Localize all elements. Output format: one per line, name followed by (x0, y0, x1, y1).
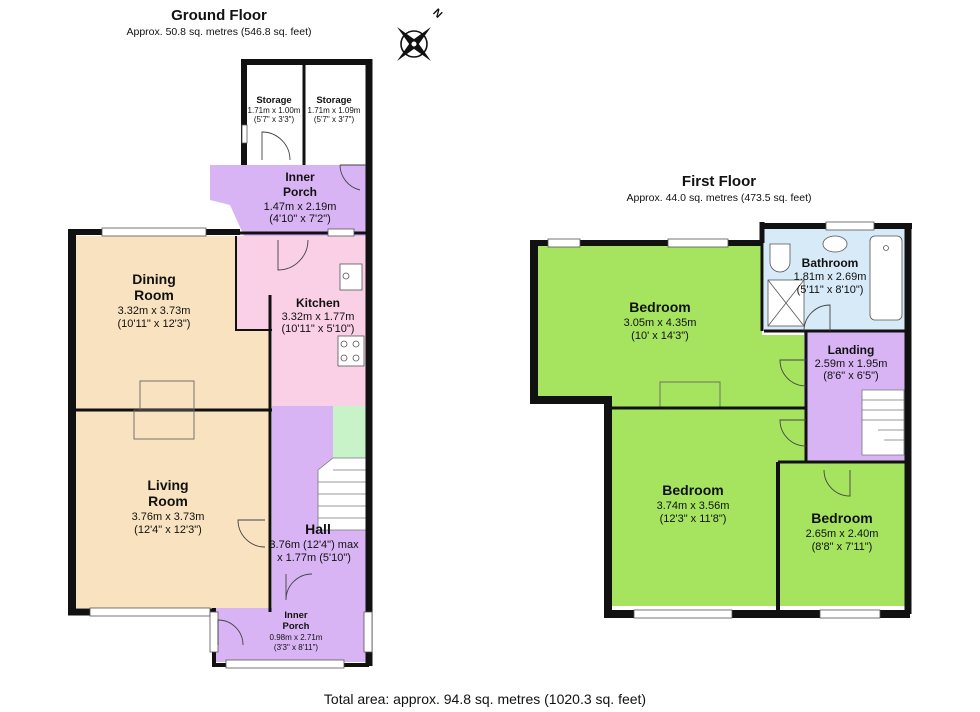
bedroom-1-room (538, 246, 804, 408)
stairs-base (333, 406, 366, 458)
bedroom-2-dim-ft: (12'3" x 11'8") (660, 513, 727, 525)
storage-1-room (248, 65, 304, 165)
dining-room-dim-m: 3.32m x 3.73m (118, 305, 191, 317)
first-stairs (861, 389, 905, 456)
dining-room-dim-ft: (10'11" x 12'3") (118, 318, 191, 330)
kitchen-fixtures (337, 263, 365, 367)
dining-room-name-1: Dining (132, 271, 176, 287)
total-area: Total area: approx. 94.8 sq. metres (102… (324, 691, 646, 707)
living-room-dim-ft: (12'4" x 12'3") (134, 524, 202, 536)
inner-porch-top-name-2: Porch (283, 185, 317, 199)
toilet-icon (769, 243, 791, 273)
first-floor-area: Approx. 44.0 sq. metres (473.5 sq. feet) (626, 192, 811, 204)
basin-icon (822, 235, 848, 253)
landing-name: Landing (828, 343, 875, 357)
first-floor: First Floor Approx. 44.0 sq. metres (473… (530, 173, 912, 619)
inner-porch-bottom-name-1: Inner (284, 610, 308, 621)
ground-floor-area: Approx. 50.8 sq. metres (546.8 sq. feet) (126, 26, 311, 38)
living-room-dim-m: 3.76m x 3.73m (132, 511, 205, 523)
compass-north-label: N (430, 7, 444, 21)
storage-1-dim-m: 1.71m x 1.00m (248, 106, 301, 115)
bedroom-2-name: Bedroom (662, 482, 723, 498)
living-room-name-2: Room (148, 493, 188, 509)
hall-dim-1: 3.76m (12'4") max (269, 539, 359, 551)
inner-porch-bottom-dim-ft: (3'3" x 8'11") (274, 643, 318, 652)
inner-porch-bottom-dim-m: 0.98m x 2.71m (270, 633, 323, 642)
inner-porch-top-dim-m: 1.47m x 2.19m (264, 201, 337, 213)
bathroom-dim-m: 1.81m x 2.69m (794, 271, 867, 283)
kitchen-dim-ft: (10'11" x 5'10") (282, 323, 355, 335)
inner-porch-bottom-name-2: Porch (283, 621, 310, 632)
inner-porch-top-name-1: Inner (285, 170, 315, 184)
first-windows (547, 221, 881, 619)
bedroom-3-dim-m: 2.65m x 2.40m (806, 528, 879, 540)
inner-porch-top-dim-ft: (4'10" x 7'2") (269, 213, 331, 225)
storage-1-dim-ft: (5'7" x 3'3") (254, 115, 295, 124)
bedroom-3-dim-ft: (8'8" x 7'11") (812, 541, 873, 553)
hall-dim-2: x 1.77m (5'10") (277, 552, 351, 564)
hob-icon (337, 335, 365, 367)
storage-2-dim-ft: (5'7" x 3'7") (314, 115, 355, 124)
bathroom-fixtures (767, 235, 903, 327)
inner-porch-bottom-room (214, 608, 366, 662)
bathroom-name: Bathroom (802, 256, 859, 270)
ground-stairs (317, 457, 367, 531)
dining-room-name-2: Room (134, 287, 174, 303)
storage-2-name: Storage (316, 95, 351, 106)
bedroom-1-dim-ft: (10' x 14'3") (631, 330, 689, 342)
bathroom-dim-ft: (5'11" x 8'10") (797, 284, 864, 296)
living-room-room (76, 410, 270, 608)
living-room-name-1: Living (147, 477, 188, 493)
kitchen-name: Kitchen (296, 296, 340, 310)
storage-1-name: Storage (256, 95, 291, 106)
ground-floor: Ground Floor Approx. 50.8 sq. metres (54… (68, 7, 373, 669)
hall-name: Hall (305, 521, 331, 537)
bedroom-1-name: Bedroom (629, 299, 690, 315)
kitchen-dim-m: 3.32m x 1.77m (282, 311, 355, 323)
ground-floor-title: Ground Floor (171, 7, 267, 24)
bedroom-2-dim-m: 3.74m x 3.56m (657, 500, 730, 512)
first-floor-title: First Floor (682, 173, 756, 190)
storage-2-room (304, 65, 366, 165)
sink-icon (339, 263, 363, 291)
compass-rose-icon (397, 27, 431, 61)
kitchen-room (236, 236, 366, 406)
bedroom-2-room (612, 408, 778, 606)
bedroom-2-strip (778, 408, 806, 462)
ground-doors (217, 131, 366, 646)
first-doors (779, 304, 851, 497)
storage-2-dim-m: 1.71m x 1.09m (308, 106, 361, 115)
bathtub-icon (869, 235, 903, 321)
bedroom-3-room (778, 462, 906, 606)
bedroom-1-dim-m: 3.05m x 4.35m (624, 317, 697, 329)
landing-dim-m: 2.59m x 1.95m (815, 358, 888, 370)
bedroom-3-name: Bedroom (811, 510, 872, 526)
ground-windows (89, 124, 373, 669)
fireplace-icon (133, 409, 195, 440)
inner-porch-top-room (210, 165, 366, 236)
landing-dim-ft: (8'6" x 6'5") (823, 370, 878, 382)
